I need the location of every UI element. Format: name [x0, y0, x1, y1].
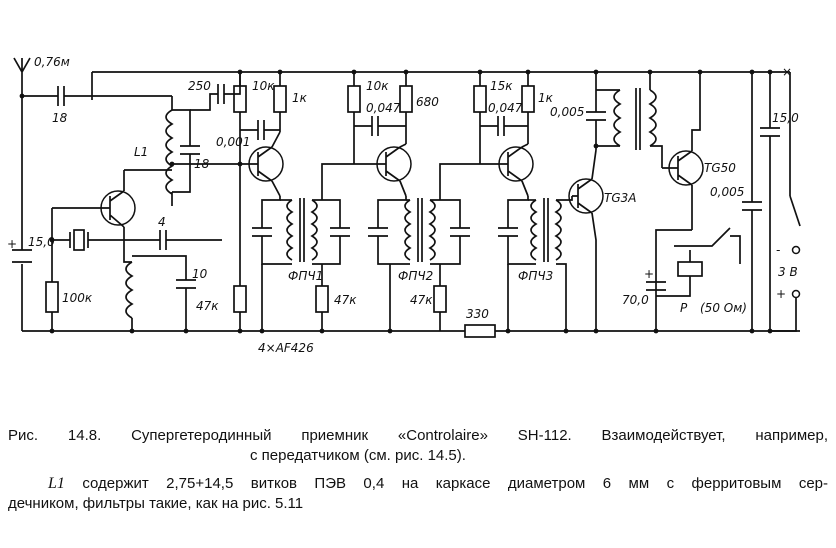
- antenna-length-label: 0,76м: [34, 55, 70, 69]
- resistor-47k-1: [233, 285, 247, 313]
- figure-note-line-1: содержит 2,75+14,5 витков ПЭВ 0,4 на кар…: [64, 475, 828, 492]
- capacitor-4pf-label: 4: [158, 215, 166, 229]
- figure-caption-line-1: Рис. 14.8. Супергетеродинный приемник «C…: [8, 427, 828, 444]
- figure-note-line-2: дечником, фильтры такие, как на рис. 5.1…: [8, 495, 304, 512]
- resistor-15k-label: 15к: [490, 79, 513, 93]
- capacitor-10pf: [176, 279, 196, 289]
- relay-contact-icon: [674, 227, 741, 264]
- transistor-type-label: 4×AF426: [258, 341, 314, 355]
- capacitor-0005-2: [742, 201, 762, 211]
- power-switch-icon: [789, 195, 801, 227]
- capacitor-0005-2-label: 0,005: [710, 185, 744, 199]
- battery-plus-label: +: [776, 287, 786, 301]
- battery-minus-label: -: [776, 243, 780, 257]
- oscillator-transistor: [96, 170, 136, 240]
- resistor-47k-3-label: 47к: [410, 293, 433, 307]
- capacitor-70uf-plus: +: [644, 267, 654, 281]
- detector-transistor-tg3a: [568, 149, 604, 331]
- capacitor-0047-2-label: 0,047: [488, 101, 523, 115]
- relay-label: Р: [680, 301, 688, 315]
- junction-dots: [19, 69, 773, 334]
- if-filter-2-label: ФПЧ2: [398, 269, 433, 283]
- relay-driver-transistor-tg50-label: TG50: [704, 161, 736, 175]
- capacitor-0001-label: 0,001: [216, 135, 250, 149]
- capacitor-15uf-left: [12, 249, 32, 263]
- detector-transistor-tg3a-label: TG3A: [604, 191, 636, 205]
- if-amp-transistor-2: [498, 143, 534, 197]
- resistor-15k: [473, 85, 487, 113]
- capacitor-15uf-right: [760, 127, 780, 137]
- resistor-680-label: 680: [416, 95, 439, 109]
- battery-plus-terminal: [791, 289, 801, 299]
- crystal-resonator: [69, 229, 89, 251]
- resistor-680: [399, 85, 413, 113]
- relay-coil: [656, 250, 703, 297]
- battery-voltage-label: 3 В: [778, 265, 798, 279]
- inductor-l1: [165, 109, 174, 195]
- capacitor-15uf-left-label: 15,0: [28, 235, 55, 249]
- capacitor-0047-1: [371, 116, 379, 136]
- resistor-1k-1-label: 1к: [292, 91, 308, 105]
- figure-caption-line-2: с передатчиком (см. рис. 14.5).: [250, 447, 466, 464]
- mixer-transistor: [240, 131, 284, 197]
- resistor-47k-2-label: 47к: [334, 293, 357, 307]
- resistor-1k-2-label: 1к: [538, 91, 554, 105]
- relay-driver-transistor-tg50: [662, 72, 704, 230]
- if-filter-2: [368, 196, 470, 265]
- antenna-capacitor: [57, 86, 65, 106]
- resistor-10k-2: [347, 85, 361, 113]
- capacitor-250pf: [217, 84, 225, 104]
- resistor-47k-3: [433, 285, 447, 313]
- resistor-47k-1-label: 47к: [196, 299, 219, 313]
- resistor-1k-1: [273, 85, 287, 113]
- if-amp-transistor-1: [376, 143, 412, 197]
- antenna-capacitor-label: 18: [52, 111, 68, 125]
- receiver-schematic: 0,76м 18 + 15,0 100к 4 L1 18: [7, 55, 801, 355]
- resistor-10k-1: [233, 85, 247, 113]
- resistor-330-label: 330: [466, 307, 489, 321]
- antenna-icon: [13, 57, 31, 96]
- resistor-100k-label: 100к: [62, 291, 93, 305]
- capacitor-0001: [257, 120, 265, 140]
- capacitor-10pf-label: 10: [192, 267, 208, 281]
- relay-resistance-label: (50 Ом): [700, 301, 747, 315]
- inductor-l1-label: L1: [134, 145, 148, 159]
- resistor-1k-2: [521, 85, 535, 113]
- capacitor-0005-1-label: 0,005: [550, 105, 584, 119]
- battery-minus-terminal: [791, 245, 801, 255]
- capacitor-4pf: [159, 230, 167, 250]
- figure-caption: Рис. 14.8. Супергетеродинный приемник «C…: [8, 426, 828, 466]
- if-filter-3: [498, 196, 567, 331]
- if-filter-1-label: ФПЧ1: [288, 269, 323, 283]
- capacitor-0047-2: [497, 116, 505, 136]
- capacitor-70uf-label: 70,0: [622, 293, 649, 307]
- capacitor-250pf-label: 250: [188, 79, 211, 93]
- top-rail-cross: ×: [782, 65, 792, 79]
- emitter-inductor: [125, 261, 134, 319]
- capacitor-0047-1-label: 0,047: [366, 101, 401, 115]
- output-transformer: [586, 88, 657, 150]
- resistor-10k-2-label: 10к: [366, 79, 389, 93]
- plus-left-label: +: [7, 237, 17, 251]
- capacitor-70uf: [646, 281, 666, 291]
- resistor-47k-2: [315, 285, 329, 313]
- if-filter-3-label: ФПЧ3: [518, 269, 553, 283]
- capacitor-15uf-right-label: 15,0: [772, 111, 799, 125]
- capacitor-18pf-l1: [180, 145, 200, 155]
- figure-note: L1 содержит 2,75+14,5 витков ПЭВ 0,4 на …: [8, 474, 828, 514]
- resistor-10k-1-label: 10к: [252, 79, 275, 93]
- resistor-330: [464, 324, 496, 338]
- figure-note-label: L1: [48, 475, 65, 492]
- if-filter-1: [252, 196, 350, 265]
- resistor-100k: [45, 281, 59, 313]
